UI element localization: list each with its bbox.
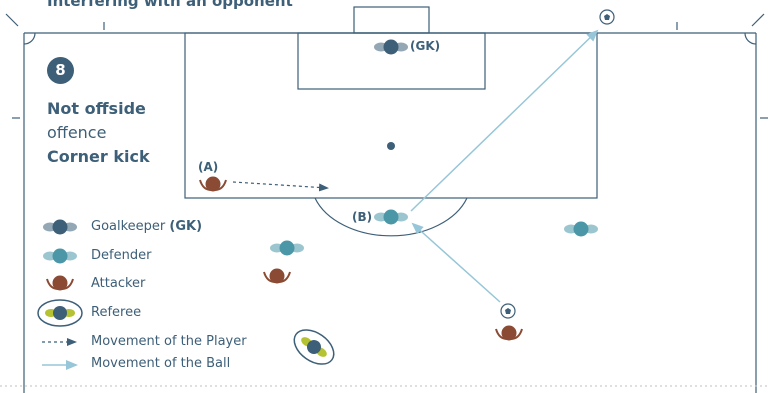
decision-line-2: offence xyxy=(47,123,107,142)
corner-arc-left xyxy=(23,32,36,45)
legend-referee-label: Referee xyxy=(91,305,142,320)
player-a-movement-arrow xyxy=(232,181,329,192)
goalkeeper-player-icon xyxy=(374,39,408,55)
ball-path-out-of-play xyxy=(410,29,599,212)
goalkeeper-label: (GK) xyxy=(410,39,441,53)
corner-flag-left xyxy=(5,13,19,27)
legend-attacker-icon xyxy=(46,275,74,291)
corner-arc-right xyxy=(744,32,757,45)
diagram-title: Interfering with an opponent xyxy=(47,0,293,10)
attacker-player-icon xyxy=(495,325,523,341)
defender-player-icon xyxy=(270,240,304,256)
legend-referee-icon xyxy=(37,299,83,327)
decision-line-3: Corner kick xyxy=(47,147,150,166)
attacker-player-icon xyxy=(263,268,291,284)
legend-ball-movement-label: Movement of the Ball xyxy=(91,356,231,371)
attacker-a-player-icon xyxy=(199,176,227,192)
legend-goalkeeper-icon xyxy=(43,219,77,235)
penalty-spot xyxy=(387,142,395,150)
ball-icon xyxy=(599,9,615,25)
corner-flag-right xyxy=(751,13,765,27)
decision-line-1: Not offside xyxy=(47,99,146,118)
ball-path-to-b xyxy=(411,222,501,303)
scenario-number-badge: 8 xyxy=(47,57,74,84)
goal xyxy=(353,6,430,34)
legend-player-movement-label: Movement of the Player xyxy=(91,334,247,349)
legend-defender-label: Defender xyxy=(91,248,152,263)
player-b-label: (B) xyxy=(352,210,373,224)
penalty-area xyxy=(184,32,598,199)
referee-icon xyxy=(293,329,335,365)
defender-player-icon xyxy=(564,221,598,237)
ball-icon xyxy=(500,303,516,319)
defender-b-player-icon xyxy=(374,209,408,225)
player-a-label: (A) xyxy=(198,160,219,174)
legend-goalkeeper-label: Goalkeeper xyxy=(91,219,166,234)
legend-goalkeeper-abbrev: (GK) xyxy=(169,219,203,234)
decision-text: Not offside offence Corner kick xyxy=(47,97,150,169)
legend-defender-icon xyxy=(43,248,77,264)
pitch-lines xyxy=(0,6,770,393)
legend-goalkeeper: Goalkeeper (GK) xyxy=(91,219,202,234)
legend-attacker-label: Attacker xyxy=(91,276,146,291)
penalty-arc xyxy=(314,197,468,237)
